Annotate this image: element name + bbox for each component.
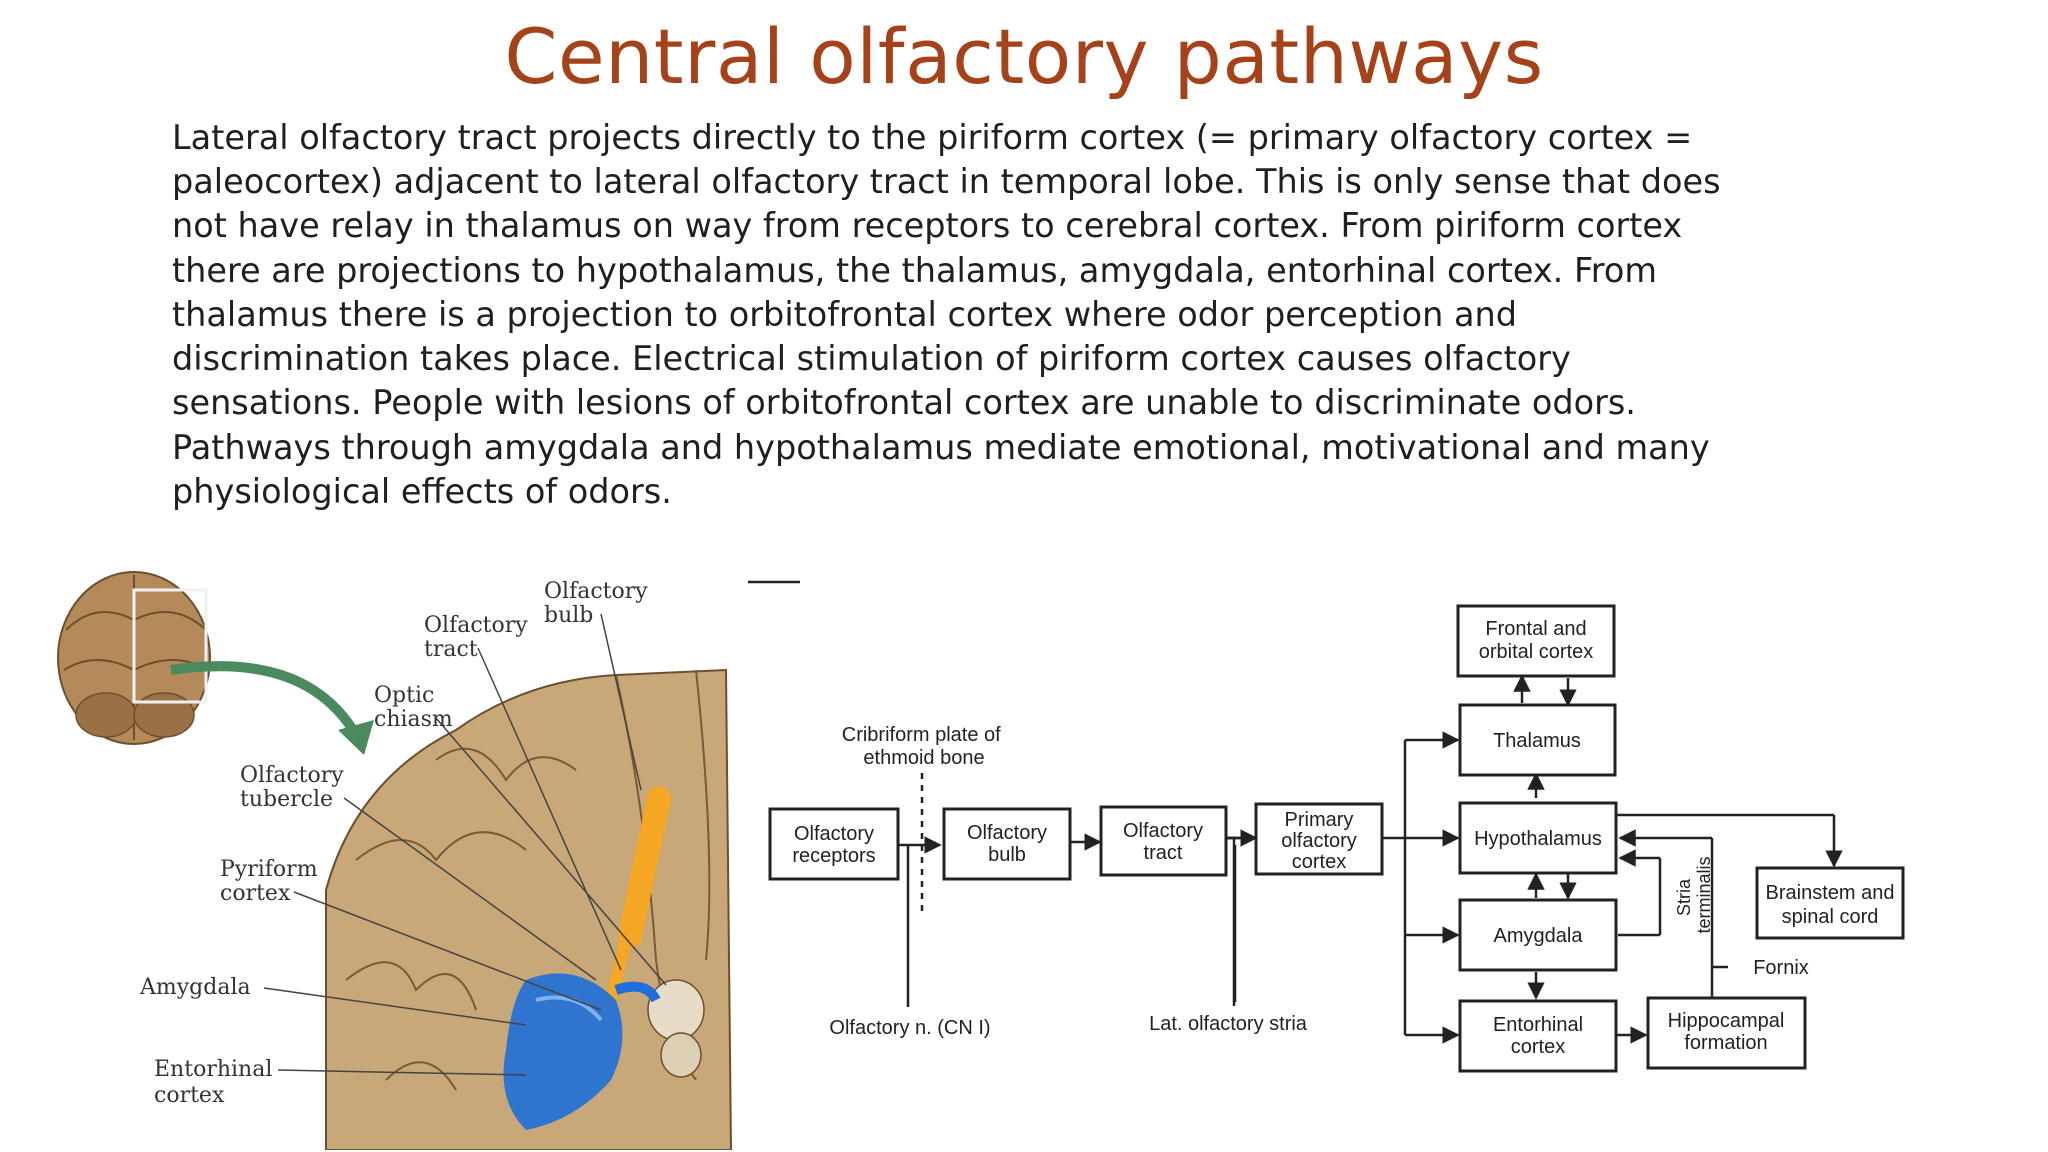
label-olfactory-nerve: Olfactory n. (CN I) [829,1017,990,1039]
pointer-line [600,613,642,791]
pointer-line [343,797,597,981]
pointer-line [293,891,602,1011]
label-olfactory-tract: Olfactory tract [424,613,535,662]
box-thalamus: Thalamus [1458,703,1617,777]
pointer-line [263,987,527,1026]
label-olfactory-tubercle: Olfactory tubercle [240,763,351,812]
label-stria-terminalis: Stria terminalis [1674,856,1714,933]
svg-text:Thalamus: Thalamus [1493,730,1581,752]
paragraph-line: Lateral olfactory tract projects directl… [172,118,1693,157]
brain-thumbnail-icon [57,571,211,745]
paragraph-line: paleocortex) adjacent to lateral olfacto… [172,162,1721,201]
amygdala-region-drawing [503,973,661,1130]
label-entorhinal-cortex: Entorhinal cortex [154,1057,279,1108]
label-cribriform-plate: Cribriform plate of ethmoid bone [842,724,1007,769]
paragraph-line: sensations. People with lesions of orbit… [172,383,1636,422]
paragraph-line: discrimination takes place. Electrical s… [172,339,1571,378]
label-olfactory-bulb: Olfactory bulb [544,579,655,628]
label-fornix: Fornix [1753,957,1809,979]
label-lat-olfactory-stria: Lat. olfactory stria [1149,1013,1308,1035]
brain-illustration: Olfactory bulb Olfactory tract Optic chi… [57,571,733,1150]
paragraph-line: thalamus there is a projection to orbito… [172,295,1518,334]
box-amygdala: Amygdala [1458,898,1618,972]
flowchart-connectors [898,674,1843,1044]
paragraph-line: physiological effects of odors. [172,472,672,511]
label-amygdala: Amygdala [139,975,251,1000]
pointer-line [477,647,622,971]
svg-text:Hypothalamus: Hypothalamus [1474,828,1602,850]
label-pyriform-cortex: Pyriform cortex [220,857,325,906]
pointer-line [277,1069,527,1076]
paragraph-line: Pathways through amygdala and hypothalam… [172,428,1710,467]
svg-text:Amygdala: Amygdala [1494,925,1584,947]
curved-arrow-icon [170,661,374,755]
pointer-line [435,717,667,986]
label-optic-chiasm: Optic chiasm [374,683,453,732]
box-hypothalamus: Hypothalamus [1458,801,1618,875]
paragraph-line: there are projections to hypothalamus, t… [172,251,1657,290]
slide-title: Central olfactory pathways [504,12,1544,101]
paragraph-line: not have relay in thalamus on way from r… [172,206,1683,245]
